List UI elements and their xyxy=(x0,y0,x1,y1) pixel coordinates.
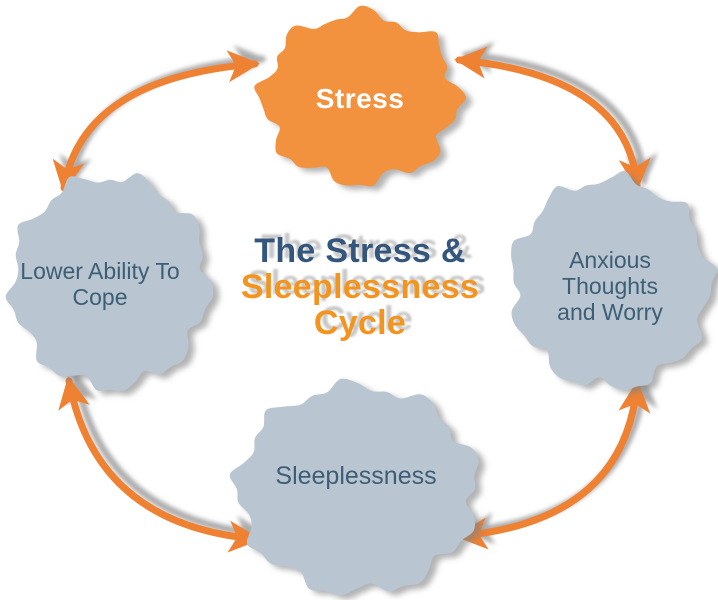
double-arrow-cope-sleeplessness-icon xyxy=(58,376,261,553)
cycle-arrows xyxy=(52,46,651,553)
double-arrow-stress-anxious-icon xyxy=(454,46,651,191)
double-arrow-stress-cope-icon xyxy=(52,50,260,193)
cycle-title-line2: Sleeplessness xyxy=(240,268,480,306)
double-arrow-anxious-sleeplessness-icon xyxy=(455,380,651,550)
node-label-lower-ability-to-cope: Lower Ability To Cope xyxy=(20,258,180,310)
cycle-nodes xyxy=(5,5,717,596)
blob-sleeplessness xyxy=(229,378,479,596)
node-label-anxious-thoughts: Anxious Thoughts and Worry xyxy=(557,247,663,325)
node-label-sleeplessness: Sleeplessness xyxy=(275,462,437,490)
cycle-title-line3: Cycle xyxy=(313,304,407,342)
blob-anxious-thoughts xyxy=(511,170,717,391)
cycle-title: The Stress & Sleeplessness Cycle xyxy=(190,233,530,341)
node-label-stress: Stress xyxy=(315,83,405,114)
blob-lower-ability-to-cope xyxy=(5,173,214,392)
cycle-title-line1: The Stress & xyxy=(254,232,466,270)
blob-stress xyxy=(254,5,467,187)
